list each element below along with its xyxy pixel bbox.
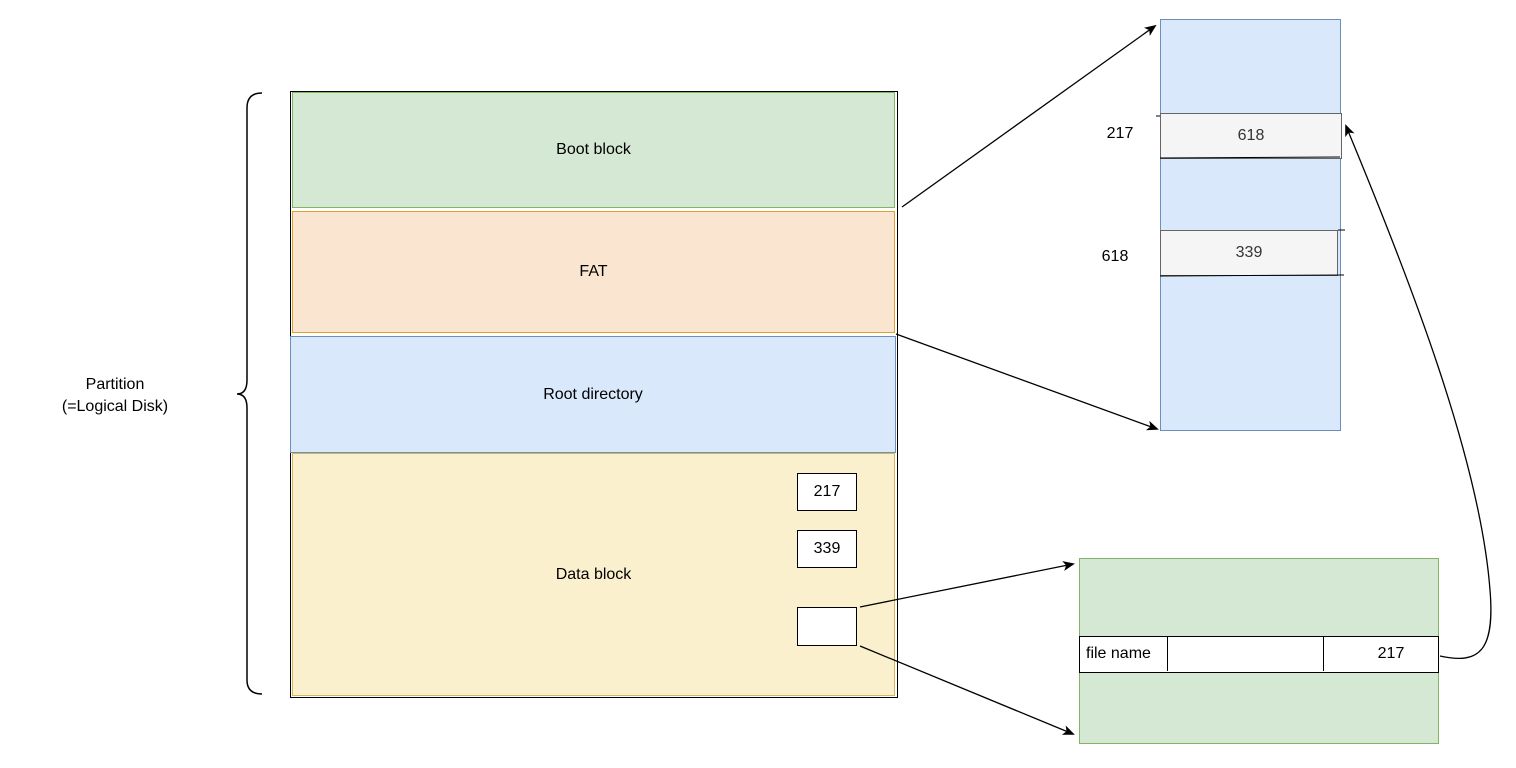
data-box-339-text: 339 <box>813 540 841 557</box>
fat-section-label: FAT <box>579 263 608 280</box>
partition-label: Partition (=Logical Disk) <box>40 374 190 418</box>
data-box-217: 217 <box>797 473 857 511</box>
fat-section: FAT <box>292 211 895 333</box>
directory-entry-filename: file name <box>1080 637 1168 671</box>
fat-index-217: 217 <box>1106 125 1134 142</box>
boot-block-label: Boot block <box>556 141 631 158</box>
directory-entry-middle <box>1168 637 1324 671</box>
fat-entry-618: 339 <box>1160 230 1338 276</box>
data-block-section: Data block <box>292 453 895 696</box>
data-box-217-text: 217 <box>813 483 841 500</box>
boot-block: Boot block <box>292 92 895 208</box>
arrow-fat-to-table-bottom <box>895 333 1159 431</box>
root-directory-section: Root directory <box>290 336 896 453</box>
fat-entry-217-value: 618 <box>1237 127 1265 144</box>
partition-label-line1: Partition <box>85 376 145 393</box>
directory-entry-cluster-text: 217 <box>1377 645 1405 662</box>
directory-entry-filename-text: file name <box>1086 645 1151 662</box>
arrow-fat-to-table-top <box>901 24 1157 208</box>
data-box-339: 339 <box>797 530 857 568</box>
data-box-directory <box>797 607 857 646</box>
directory-entry-row: file name 217 <box>1079 636 1439 673</box>
partition-brace <box>236 92 263 695</box>
fat-entry-217: 618 <box>1160 113 1342 159</box>
directory-entry-cluster: 217 <box>1324 637 1438 671</box>
fat-entry-618-value: 339 <box>1235 244 1263 261</box>
fat-table <box>1160 19 1341 431</box>
data-block-label: Data block <box>555 565 632 583</box>
partition-label-line2: (=Logical Disk) <box>61 398 169 415</box>
root-directory-label: Root directory <box>543 385 643 403</box>
fat-index-618: 618 <box>1101 248 1129 265</box>
